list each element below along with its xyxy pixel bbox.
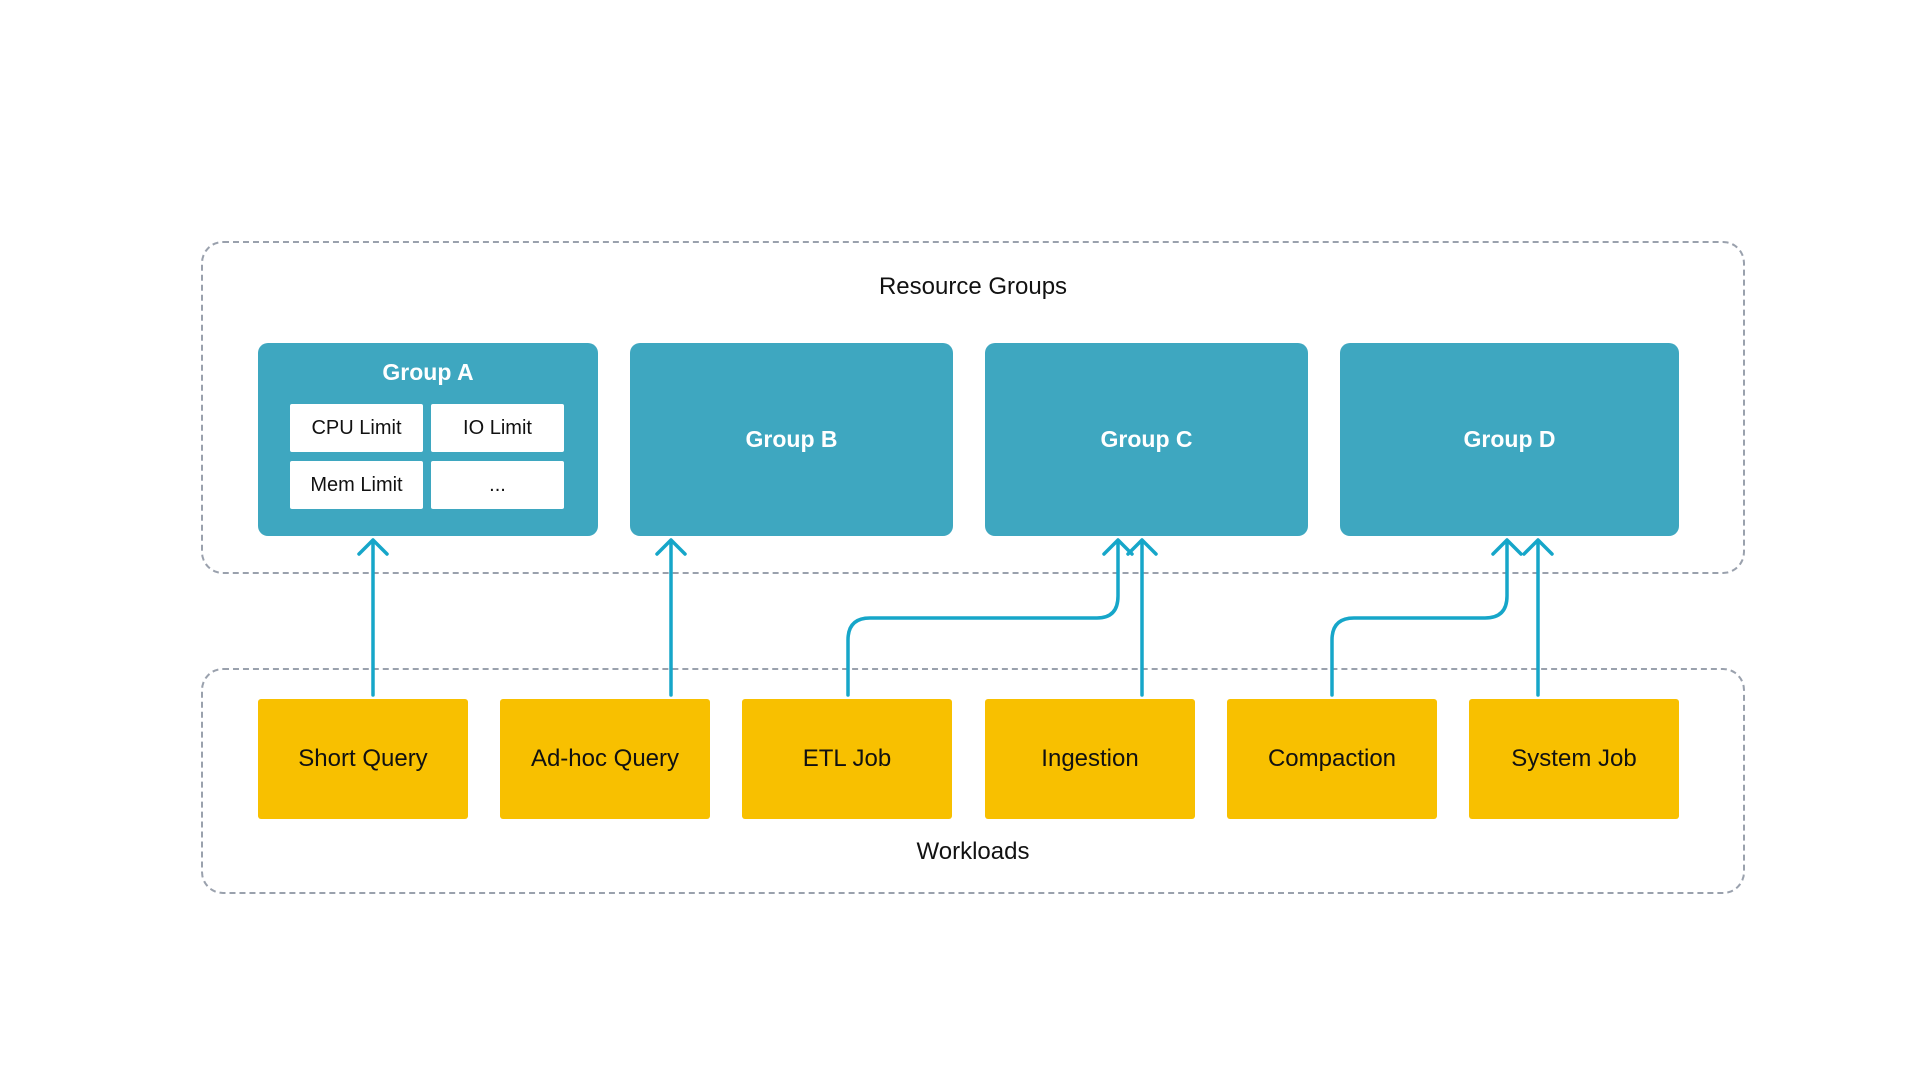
io-limit-box: IO Limit [431, 404, 564, 452]
workload-compaction-label: Compaction [1267, 745, 1397, 772]
resource-groups-label: Resource Groups [878, 273, 1068, 300]
workload-ad-hoc-query[interactable]: Ad-hoc Query [500, 699, 710, 819]
workload-ad-hoc-query-label: Ad-hoc Query [530, 745, 680, 772]
group-b-node[interactable]: Group B [630, 343, 953, 536]
workload-system-job-label: System Job [1511, 745, 1637, 772]
mem-limit-box: Mem Limit [290, 461, 423, 509]
group-d-node[interactable]: Group D [1340, 343, 1679, 536]
workload-etl-job-label: ETL Job [802, 745, 892, 772]
workload-short-query-label: Short Query [298, 745, 428, 772]
group-c-node[interactable]: Group C [985, 343, 1308, 536]
group-c-label: Group C [1100, 426, 1193, 452]
workload-compaction[interactable]: Compaction [1227, 699, 1437, 819]
workload-system-job[interactable]: System Job [1469, 699, 1679, 819]
workload-etl-job[interactable]: ETL Job [742, 699, 952, 819]
workloads-label: Workloads [916, 838, 1030, 865]
group-a-node[interactable]: Group A CPU Limit IO Limit Mem Limit ... [258, 343, 598, 536]
more-limits-box: ... [431, 461, 564, 509]
cpu-limit-box: CPU Limit [290, 404, 423, 452]
group-a-title: Group A [382, 359, 474, 385]
workload-short-query[interactable]: Short Query [258, 699, 468, 819]
workload-ingestion-label: Ingestion [1041, 745, 1139, 772]
group-d-label: Group D [1463, 426, 1556, 452]
group-b-label: Group B [745, 426, 838, 452]
workload-ingestion[interactable]: Ingestion [985, 699, 1195, 819]
